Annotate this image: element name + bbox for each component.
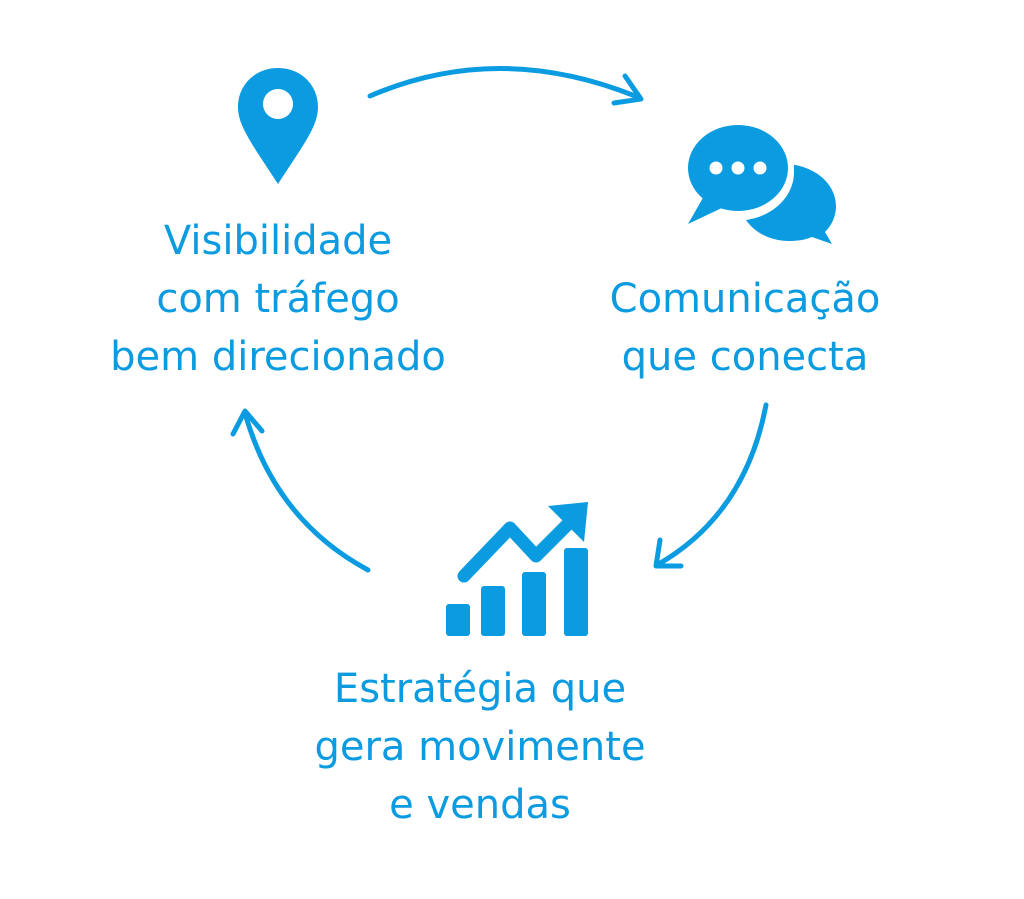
label-line: e vendas xyxy=(389,782,571,828)
label-line: bem direcionado xyxy=(110,334,446,380)
map-pin-icon xyxy=(238,68,318,184)
arrow-strategy-to-visibility xyxy=(230,408,371,573)
label-line: Estratégia que xyxy=(333,666,627,712)
chat-bubbles-icon xyxy=(682,120,836,244)
label-line: Visibilidade xyxy=(163,218,393,264)
label-line: gera movimente xyxy=(314,724,646,770)
arrow-visibility-to-communication xyxy=(367,66,644,106)
arrow-communication-to-strategy xyxy=(653,402,769,569)
label-line: que conecta xyxy=(621,334,869,380)
label-line: Comunicação xyxy=(609,276,881,322)
node-visibility-label: Visibilidade com tráfego bem direcionado xyxy=(78,212,478,386)
node-strategy-label: Estratégia que gera movimente e vendas xyxy=(280,660,680,834)
node-communication-label: Comunicação que conecta xyxy=(560,270,930,386)
growth-chart-icon xyxy=(446,502,588,636)
label-line: com tráfego xyxy=(156,276,400,322)
